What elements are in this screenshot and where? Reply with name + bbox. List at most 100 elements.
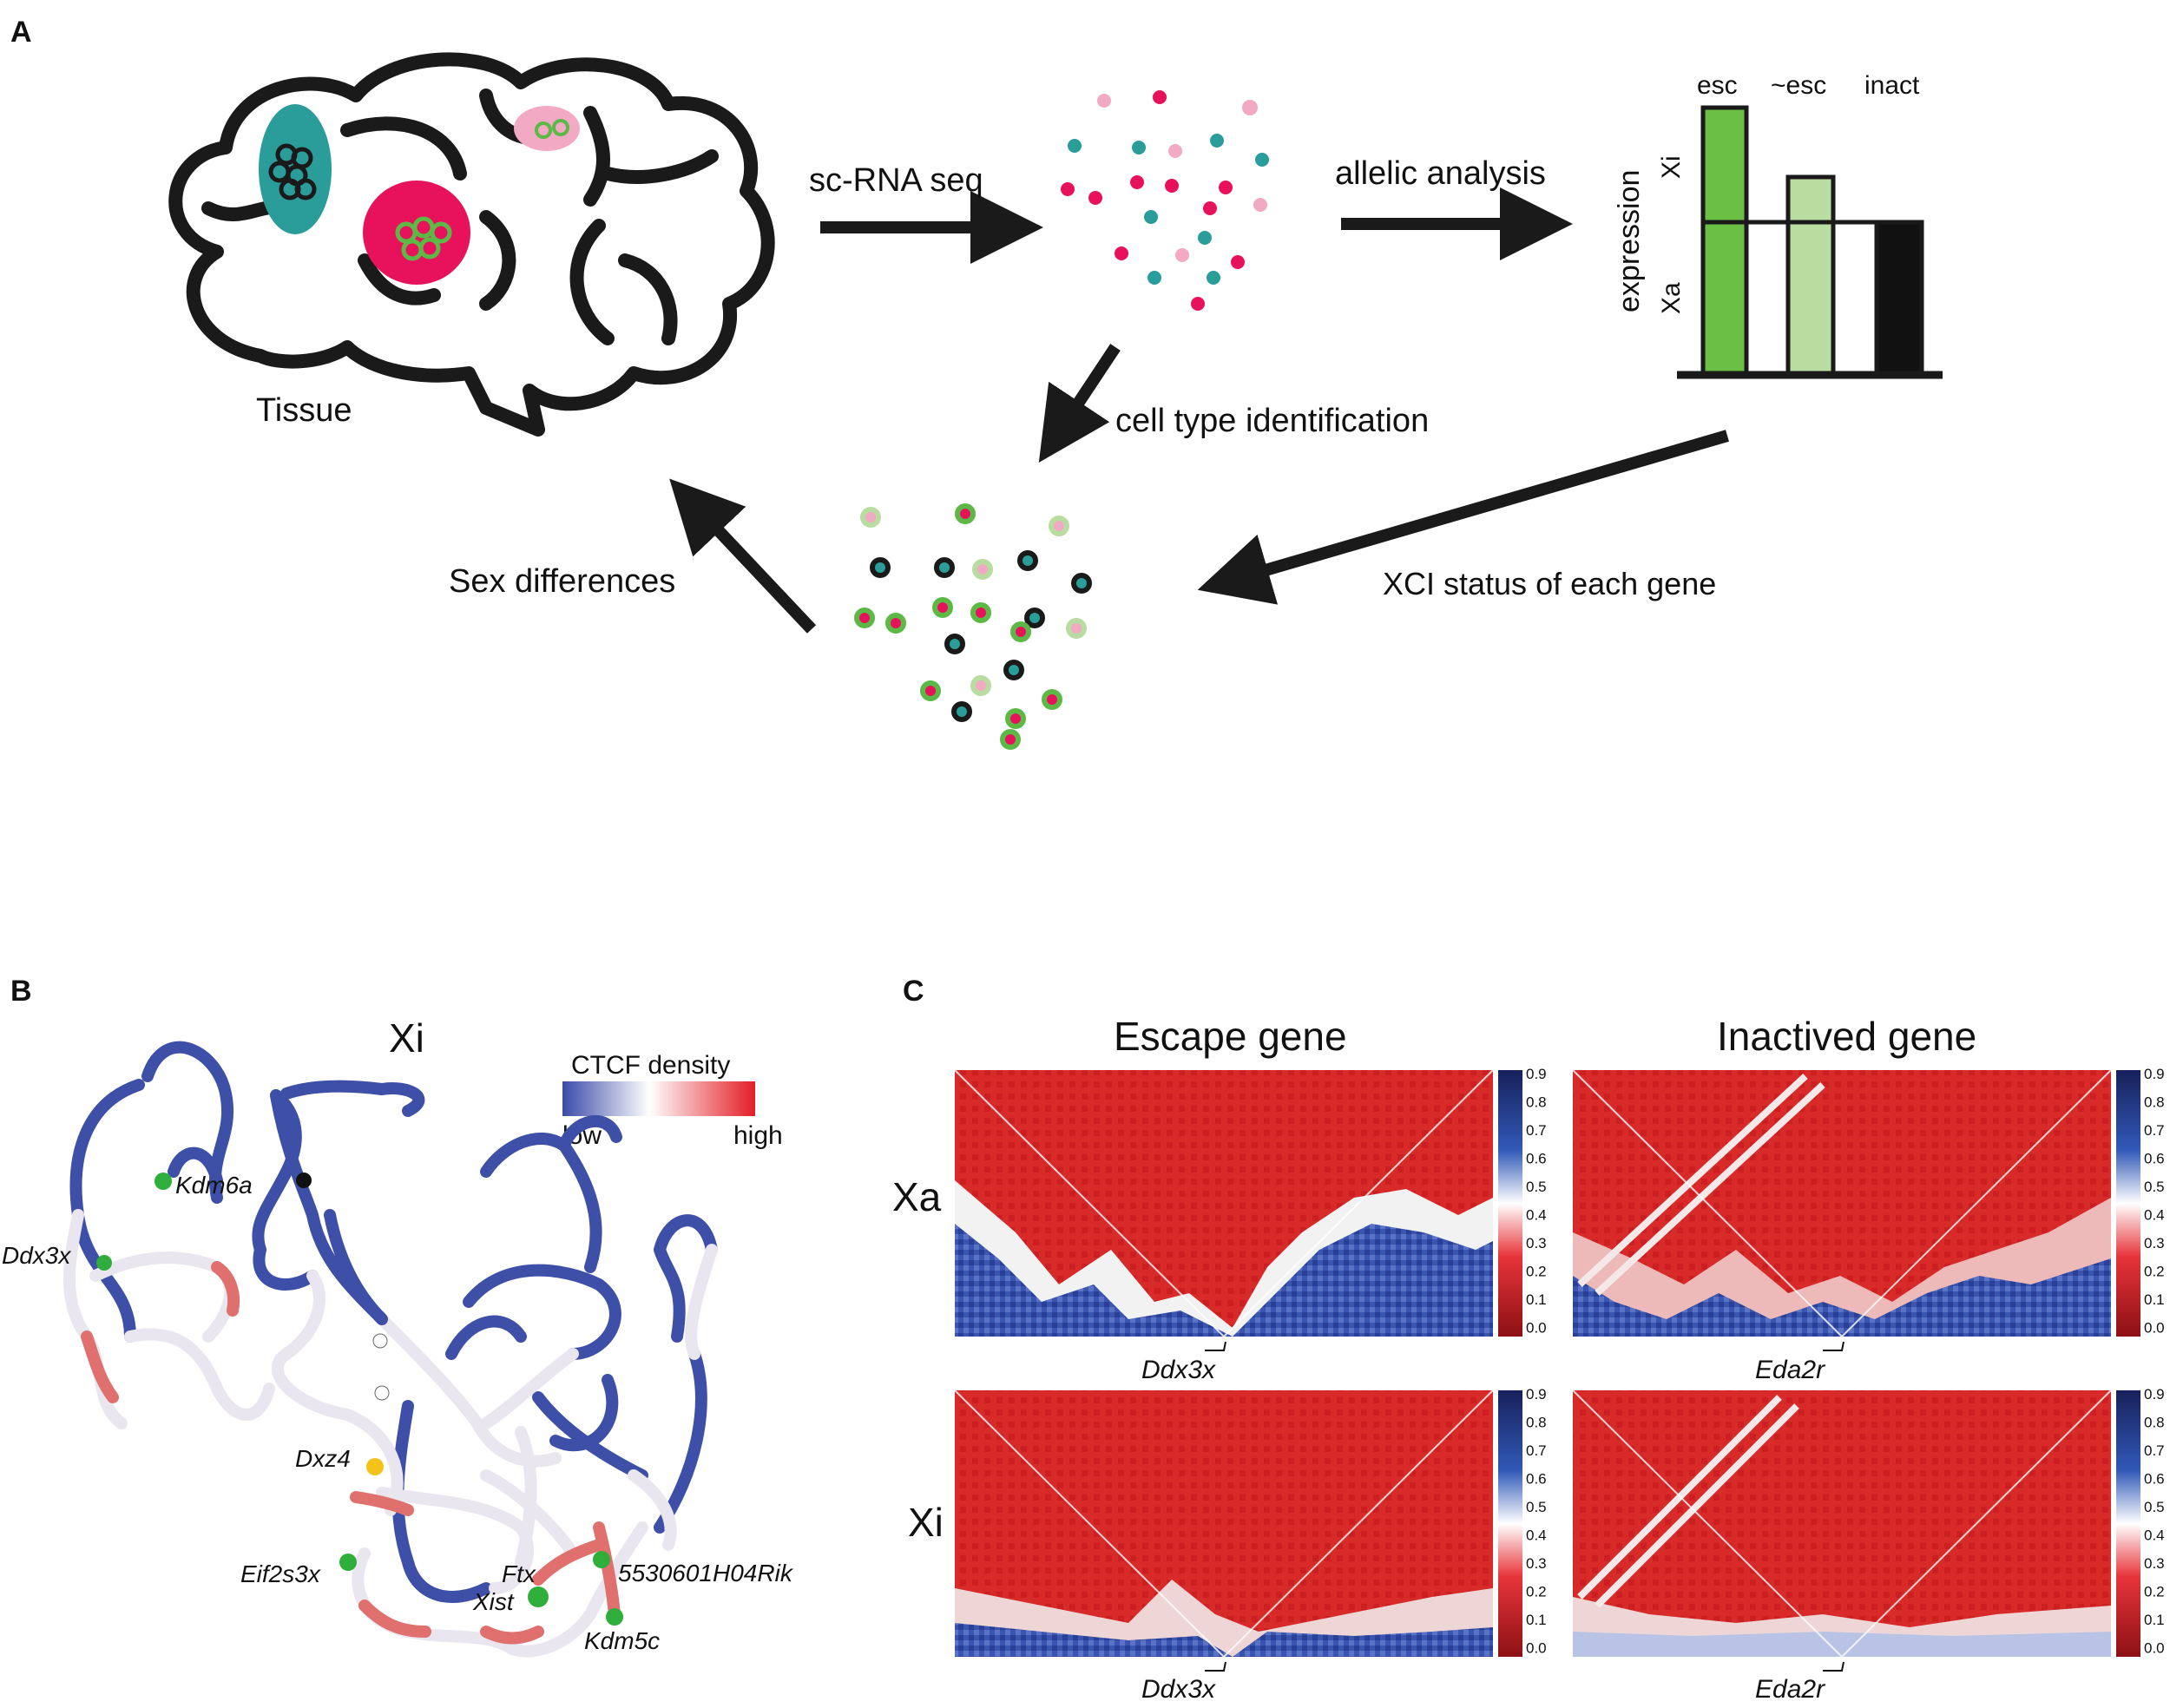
- colorbar-tick-label: 0.5: [1526, 1179, 1547, 1195]
- bar-near-esc: [1785, 174, 1836, 378]
- colorbar-tick-label: 0.2: [2144, 1264, 2165, 1280]
- arrow-celltype: [1038, 344, 1121, 463]
- arrow-scrna-label: sc-RNA seq: [809, 162, 983, 199]
- gene-label-eif2s3x: Eif2s3x: [240, 1560, 321, 1587]
- colorbar-tick-label: 0.6: [1526, 1471, 1547, 1488]
- gene-marker-kdm6a: [155, 1173, 172, 1190]
- gene-label-kdm6a: Kdm6a: [175, 1172, 253, 1199]
- xci-bar-chart: esc ~esc inact expression Xi Xa: [1613, 71, 1943, 379]
- bar-ylabel: expression: [1613, 170, 1646, 312]
- ctcf-colorbar: [562, 1081, 755, 1116]
- colorbar-tick-label: 0.7: [2144, 1122, 2165, 1139]
- gene-label-xist: Xist: [472, 1588, 515, 1615]
- gene-label-ddx3x: Ddx3x: [2, 1242, 71, 1269]
- ctcf-legend-title: CTCF density: [571, 1051, 730, 1080]
- arrow-sex-label: Sex differences: [449, 563, 675, 600]
- colorbar-tick-label: 0.9: [1526, 1066, 1547, 1082]
- gene-marker-eif2s3x: [339, 1554, 357, 1571]
- colorbar-tick-label: 0.3: [1526, 1555, 1547, 1572]
- colorbar-tick-label: 0.1: [2144, 1291, 2165, 1308]
- ctcf-legend-high: high: [733, 1121, 783, 1150]
- bar-xa-label: Xa: [1657, 282, 1686, 314]
- colorbar-tick-label: 0.5: [2144, 1499, 2165, 1515]
- bar-label-esc: esc: [1697, 71, 1738, 100]
- colorbar-tick-label: 0.6: [2144, 1471, 2165, 1488]
- colorbar-tick-label: 0.1: [1526, 1612, 1547, 1628]
- xi-chromosome-structure: [63, 1041, 718, 1658]
- gene-marker-dxz4: [366, 1458, 384, 1475]
- colorbar-ticks: 0.9 0.8 0.7 0.6 0.5 0.4 0.3 0.2 0.1 0.0 0.9 0.8 0.7 0…: [1526, 1066, 2165, 1657]
- colorbar-tick-label: 0.4: [1526, 1527, 1547, 1544]
- heatmap-xa-inactived: [1572, 1069, 2140, 1337]
- colorbar-tick-label: 0.2: [2144, 1584, 2165, 1600]
- colorbar-tick-label: 0.9: [2144, 1386, 2165, 1403]
- heatmap-gene-ddx3x-xi: Ddx3x: [1141, 1675, 1216, 1704]
- colorbar-tick-label: 0.7: [2144, 1442, 2165, 1459]
- colorbar-tick-label: 0.4: [2144, 1527, 2165, 1544]
- colorbar-tick-label: 0.1: [1526, 1291, 1547, 1308]
- heatmap-xi-escape: [954, 1389, 1522, 1658]
- gene-label-dxz4: Dxz4: [295, 1445, 351, 1472]
- scrna-cell-scatter: [1061, 90, 1269, 311]
- colorbar-tick-label: 0.5: [1526, 1499, 1547, 1515]
- bar-xi-label: Xi: [1657, 155, 1686, 179]
- colorbar-tick-label: 0.8: [2144, 1415, 2165, 1431]
- colorbar-tick-label: 0.0: [1526, 1640, 1547, 1657]
- colorbar-tick-label: 0.0: [1526, 1320, 1547, 1337]
- colorbar-tick-label: 0.6: [1526, 1151, 1547, 1167]
- pink-cells: [535, 119, 569, 139]
- colorbar-tick-label: 0.0: [2144, 1320, 2165, 1337]
- colorbar-tick-label: 0.2: [1526, 1584, 1547, 1600]
- colorbar-tick-label: 0.4: [2144, 1207, 2165, 1224]
- col-title-escape: Escape gene: [1114, 1014, 1347, 1059]
- heatmap-gene-ddx3x-xa: Ddx3x: [1141, 1356, 1216, 1384]
- gene-label-kdm5c: Kdm5c: [584, 1627, 660, 1654]
- gene-marker-5530601h04rik: [593, 1551, 610, 1568]
- panel-b-title: Xi: [389, 1015, 424, 1061]
- colorbar-tick-label: 0.8: [2144, 1094, 2165, 1111]
- colorbar-tick-label: 0.8: [1526, 1094, 1547, 1111]
- arrow-celltype-label: cell type identification: [1115, 403, 1429, 439]
- identified-cell-scatter: [854, 503, 1092, 750]
- teal-cells: [268, 143, 317, 200]
- colorbar-tick-label: 0.6: [2144, 1151, 2165, 1167]
- magenta-cells: [395, 216, 452, 261]
- arrow-xci-status: [1197, 430, 1729, 605]
- colorbar-tick-label: 0.1: [2144, 1612, 2165, 1628]
- col-title-inactived: Inactived gene: [1717, 1014, 1976, 1059]
- gene-label-5530601h04rik: 5530601H04Rik: [618, 1560, 794, 1586]
- bar-label-near-esc: ~esc: [1771, 71, 1826, 100]
- panel-label-a: A: [10, 16, 32, 49]
- heatmap-gene-eda2r-xa: Eda2r: [1755, 1356, 1825, 1384]
- panel-label-b: B: [10, 975, 32, 1008]
- gene-arrows: [1205, 1341, 1844, 1672]
- row-label-xi: Xi: [908, 1500, 944, 1545]
- colorbar-tick-label: 0.7: [1526, 1122, 1547, 1139]
- colorbar-tick-label: 0.3: [2144, 1555, 2165, 1572]
- colorbar-tick-label: 0.9: [1526, 1386, 1547, 1403]
- brain-illustration: [168, 52, 775, 437]
- colorbar-tick-label: 0.5: [2144, 1179, 2165, 1195]
- arrow-xci-label: XCI status of each gene: [1383, 566, 1716, 601]
- colorbar-tick-label: 0.8: [1526, 1415, 1547, 1431]
- gene-marker-xist: [528, 1586, 549, 1607]
- heatmap-xi-inactived: [1572, 1389, 2140, 1658]
- colorbar-tick-label: 0.9: [2144, 1066, 2165, 1082]
- row-label-xa: Xa: [892, 1174, 942, 1219]
- colorbar-tick-label: 0.3: [2144, 1235, 2165, 1251]
- gene-marker-ddx3x: [96, 1255, 112, 1271]
- bar-esc: [1700, 105, 1749, 378]
- heatmap-gene-eda2r-xi: Eda2r: [1755, 1675, 1825, 1704]
- bar-label-inact: inact: [1864, 71, 1920, 100]
- tissue-label: Tissue: [256, 392, 352, 429]
- pink-region: [514, 106, 580, 151]
- colorbar-tick-label: 0.7: [1526, 1442, 1547, 1459]
- panel-label-c: C: [903, 975, 924, 1008]
- bar-inact: [1874, 220, 1924, 378]
- gene-markers: [96, 1173, 623, 1626]
- colorbar-tick-label: 0.0: [2144, 1640, 2165, 1657]
- colorbar-tick-label: 0.3: [1526, 1235, 1547, 1251]
- teal-region: [259, 104, 332, 234]
- arrow-allelic-label: allelic analysis: [1335, 155, 1546, 192]
- colorbar-tick-label: 0.2: [1526, 1264, 1547, 1280]
